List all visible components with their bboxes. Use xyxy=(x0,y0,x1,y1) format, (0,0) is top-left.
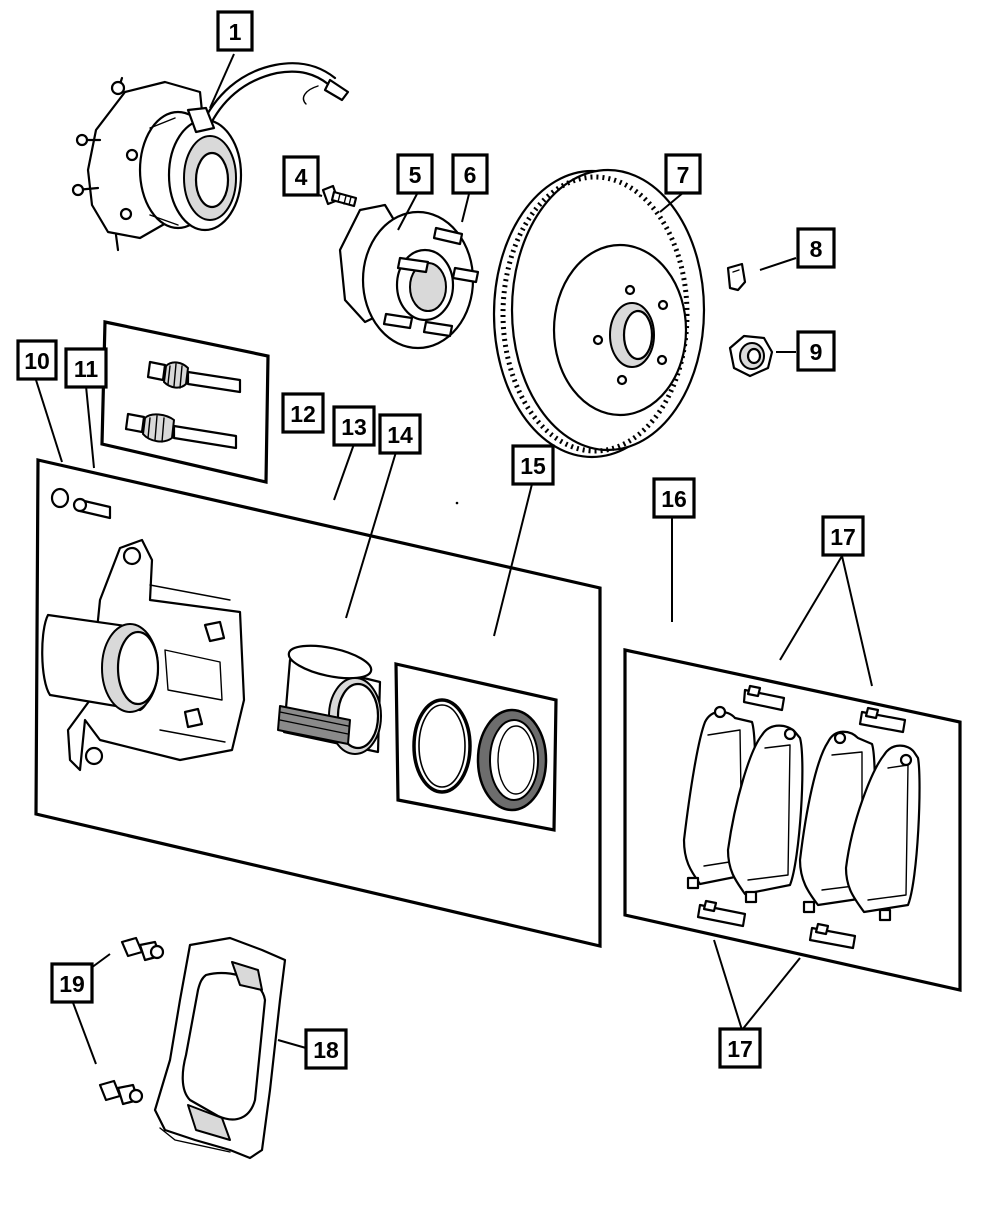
piston-seal-ring-icon xyxy=(412,698,472,794)
callout-8: 8 xyxy=(796,227,836,269)
svg-text:9: 9 xyxy=(810,339,823,365)
svg-text:8: 8 xyxy=(810,236,823,262)
callout-17-bottom: 17 xyxy=(718,1027,762,1069)
svg-text:12: 12 xyxy=(290,401,316,427)
callout-16: 16 xyxy=(652,477,696,519)
caliper-kit-panel xyxy=(34,457,602,949)
svg-text:4: 4 xyxy=(295,164,308,190)
svg-text:16: 16 xyxy=(661,486,687,512)
svg-text:17: 17 xyxy=(830,524,856,550)
dust-boot-icon xyxy=(476,708,548,812)
wheel-hub-icon xyxy=(338,203,480,350)
callout-18: 18 xyxy=(304,1028,348,1070)
retainer-clip-icon xyxy=(726,262,747,292)
brake-pad-kit-panel xyxy=(623,648,962,992)
svg-text:1: 1 xyxy=(229,19,242,45)
callout-13: 13 xyxy=(332,405,376,447)
svg-text:17: 17 xyxy=(727,1036,753,1062)
hub-bearing-with-sensor-icon xyxy=(71,62,350,252)
svg-text:6: 6 xyxy=(464,162,477,188)
callout-5: 5 xyxy=(396,153,434,195)
svg-text:7: 7 xyxy=(677,162,690,188)
callout-17-top: 17 xyxy=(821,515,865,557)
bleeder-screw-icon xyxy=(50,487,112,520)
svg-text:18: 18 xyxy=(313,1037,339,1063)
svg-text:11: 11 xyxy=(74,356,99,382)
callout-4: 4 xyxy=(282,155,320,197)
callout-9: 9 xyxy=(796,330,836,372)
svg-text:13: 13 xyxy=(341,414,367,440)
callout-6: 6 xyxy=(451,153,489,195)
callout-1: 1 xyxy=(216,10,254,52)
pad-clip-icon xyxy=(696,684,907,950)
callout-7: 7 xyxy=(664,153,702,195)
brake-rotor-icon xyxy=(492,168,706,459)
svg-text:5: 5 xyxy=(409,162,422,188)
svg-text:10: 10 xyxy=(24,348,50,374)
hub-nut-icon xyxy=(728,334,774,378)
brake-pads-icon xyxy=(682,705,921,922)
svg-text:14: 14 xyxy=(387,422,413,448)
guide-pin-kit-panel xyxy=(100,320,270,485)
piston-seal-kit-panel xyxy=(394,661,558,832)
svg-text:19: 19 xyxy=(59,971,85,997)
caliper-piston-icon xyxy=(277,644,382,755)
callout-19: 19 xyxy=(50,962,94,1004)
callout-15: 15 xyxy=(511,444,555,486)
hub-bolt-icon xyxy=(321,184,358,208)
adapter-bolt-icon xyxy=(98,936,165,1106)
callout-14: 14 xyxy=(378,413,422,455)
callout-11: 11 xyxy=(64,347,108,389)
callout-12: 12 xyxy=(281,392,325,434)
svg-text:15: 15 xyxy=(520,453,546,479)
caliper-adapter-icon xyxy=(153,936,287,1160)
callout-10: 10 xyxy=(16,339,58,381)
brake-caliper-icon xyxy=(41,538,246,772)
